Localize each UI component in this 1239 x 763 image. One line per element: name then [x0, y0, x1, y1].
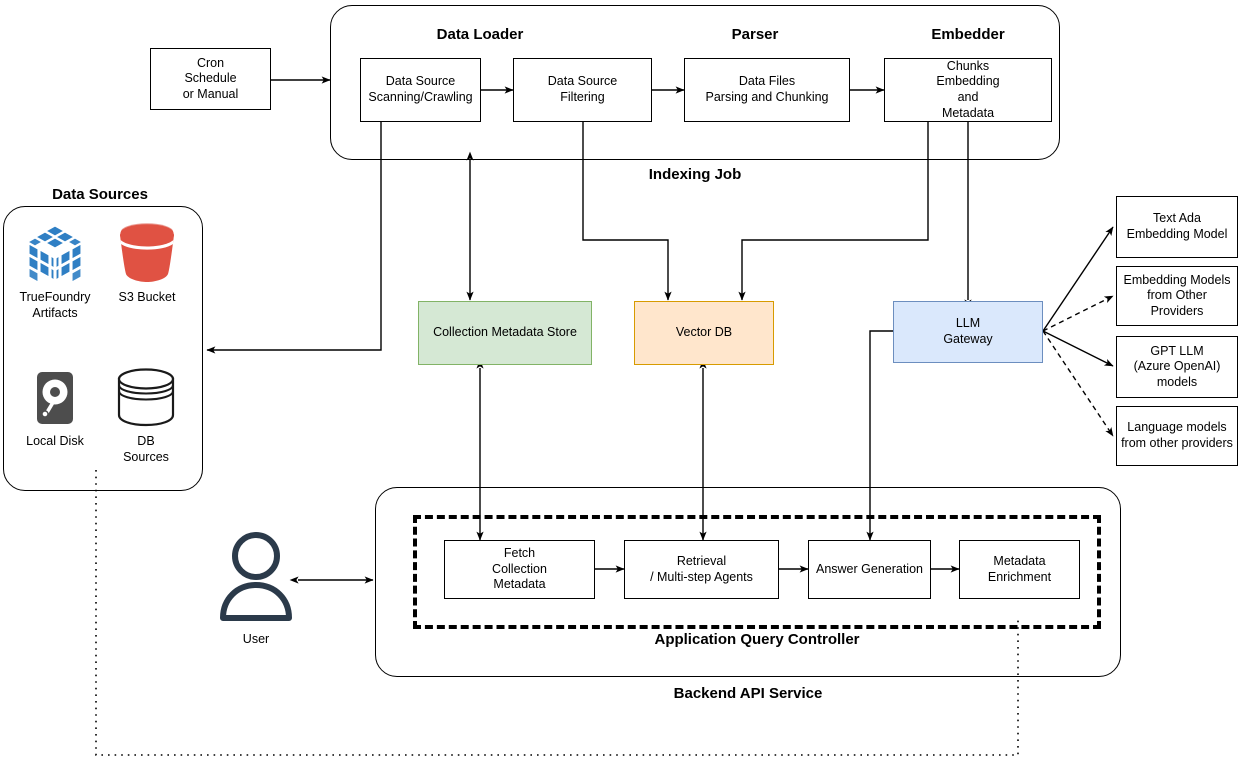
database-icon	[117, 368, 175, 427]
node-collection-metadata-store[interactable]: Collection Metadata Store	[418, 301, 592, 365]
node-gpt-llm-azure-openai-label: GPT LLM(Azure OpenAI)models	[1133, 343, 1221, 389]
backend-api-service-label: Backend API Service	[673, 685, 823, 702]
bucket-icon	[120, 223, 174, 282]
indexing-job-label: Indexing Job	[648, 166, 742, 183]
edge-gateway-to-other-llms	[1042, 330, 1114, 437]
indexing-job-group	[330, 5, 1060, 160]
data-source-s3-bucket-label: S3 Bucket	[118, 290, 176, 304]
actor-user[interactable]: User	[196, 530, 316, 646]
node-answer-generation[interactable]: Answer Generation	[808, 540, 931, 599]
edge-gateway-to-text-ada	[1042, 226, 1114, 332]
data-sources-group	[3, 206, 203, 491]
data-sources-title: Data Sources	[52, 186, 148, 203]
node-collection-metadata-store-label: Collection Metadata Store	[433, 325, 577, 340]
data-source-local-disk[interactable]: Local Disk	[7, 370, 103, 450]
stage-label-embedder: Embedder	[931, 26, 1005, 43]
cube-icon	[27, 225, 83, 283]
node-vector-db-label: Vector DB	[675, 325, 733, 340]
application-query-controller-label: Application Query Controller	[654, 631, 860, 648]
node-answer-generation-label: Answer Generation	[815, 561, 923, 576]
user-icon	[220, 532, 292, 621]
node-gpt-llm-azure-openai[interactable]: GPT LLM(Azure OpenAI)models	[1116, 336, 1238, 398]
node-retrieval-multistep-agents[interactable]: Retrieval/ Multi-step Agents	[624, 540, 779, 599]
node-retrieval-multistep-agents-label: Retrieval/ Multi-step Agents	[650, 553, 753, 584]
data-source-s3-bucket[interactable]: S3 Bucket	[99, 218, 195, 306]
data-source-local-disk-label: Local Disk	[26, 434, 84, 448]
application-query-controller-group	[413, 515, 1101, 629]
actor-user-label: User	[242, 632, 270, 646]
hard-disk-icon	[37, 372, 73, 424]
edge-gateway-to-other-embeddings	[1042, 295, 1114, 332]
stage-label-data-loader: Data Loader	[436, 26, 524, 43]
edge-gateway-to-gpt-llm	[1042, 330, 1114, 367]
stage-label-parser: Parser	[731, 26, 779, 43]
node-vector-db[interactable]: Vector DB	[634, 301, 774, 365]
backend-api-service-group	[375, 487, 1121, 677]
